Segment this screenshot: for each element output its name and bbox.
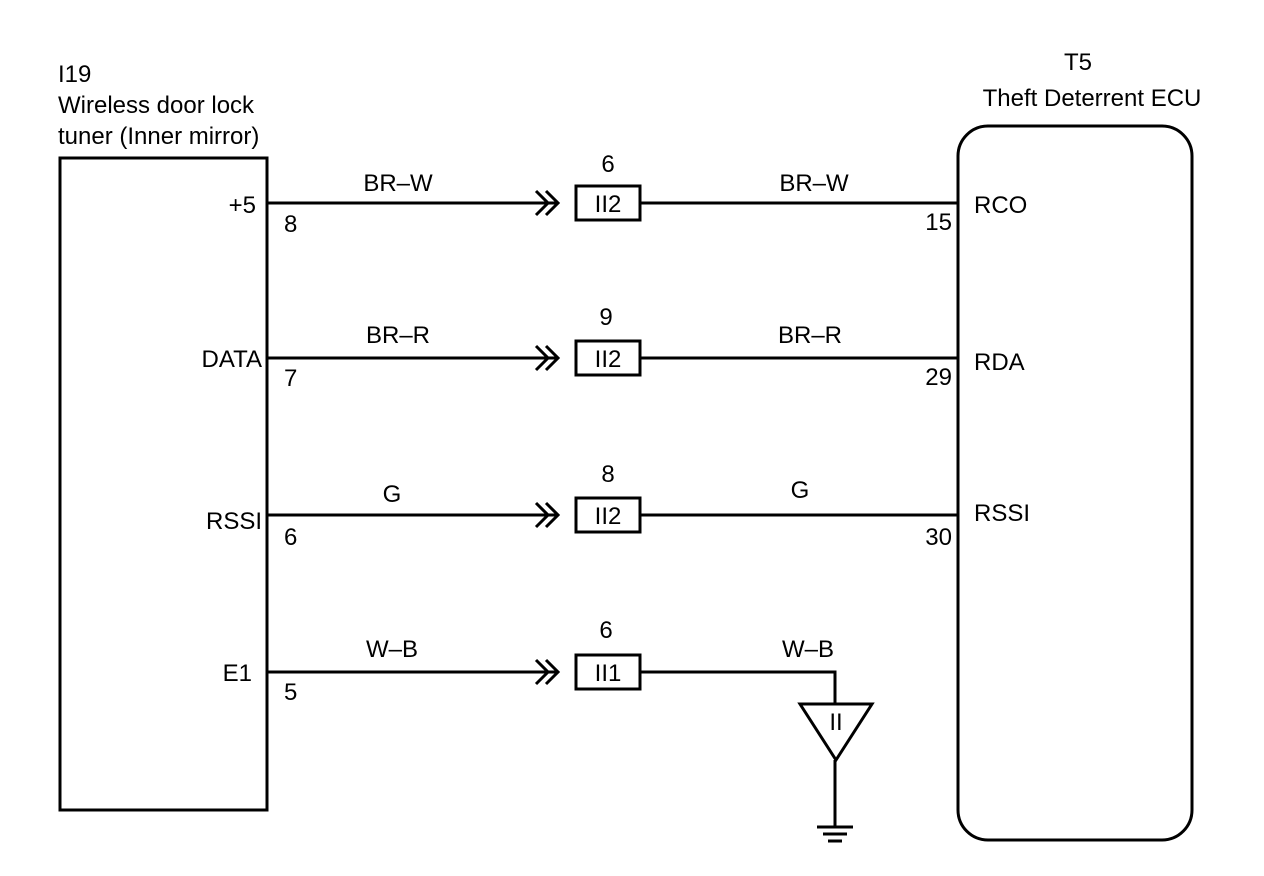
right-pin-number: 30 bbox=[925, 524, 952, 551]
circuit-row: RSSI 6 G 8 II2 G 30 RSSI bbox=[206, 461, 1030, 551]
left-pin-number: 6 bbox=[284, 524, 297, 551]
connector-code: II1 bbox=[595, 660, 622, 687]
connector-chevron bbox=[544, 658, 561, 686]
right-terminal-label: RCO bbox=[974, 192, 1027, 219]
left-terminal-label: DATA bbox=[202, 346, 262, 373]
left-component-code: I19 bbox=[58, 61, 91, 88]
wire-color-left: W–B bbox=[366, 636, 418, 663]
connector-chevron bbox=[544, 501, 561, 529]
circuit-row: +5 8 BR–W 6 II2 BR–W 15 RCO bbox=[229, 151, 1028, 238]
connector-chevron bbox=[534, 658, 551, 686]
right-terminal-label: RSSI bbox=[974, 500, 1030, 527]
connector-code: II2 bbox=[595, 346, 622, 373]
wire-segment bbox=[640, 670, 837, 704]
left-terminal-label: +5 bbox=[229, 192, 256, 219]
wire-color-right: W–B bbox=[782, 636, 834, 663]
right-pin-number: 15 bbox=[925, 209, 952, 236]
connector-chevron bbox=[534, 501, 551, 529]
left-pin-number: 8 bbox=[284, 211, 297, 238]
connector-code: II2 bbox=[595, 503, 622, 530]
left-component-box bbox=[58, 156, 269, 812]
circuit-row: DATA 7 BR–R 9 II2 BR–R 29 RDA bbox=[202, 304, 1025, 392]
wire-color-right: BR–R bbox=[778, 322, 842, 349]
right-terminal-label: RDA bbox=[974, 349, 1025, 376]
wire-color-right: BR–W bbox=[779, 170, 849, 197]
right-component-box bbox=[956, 124, 1194, 842]
right-component-name: Theft Deterrent ECU bbox=[983, 85, 1202, 112]
connector-chevron bbox=[544, 189, 561, 217]
circuit-row: E1 5 W–B 6 II1 W–B bbox=[223, 617, 837, 706]
wire-color-right: G bbox=[791, 477, 810, 504]
connector-pin-number: 9 bbox=[599, 304, 612, 331]
left-component-name-line1: Wireless door lock bbox=[58, 92, 255, 119]
right-pin-number: 29 bbox=[925, 364, 952, 391]
connector-pin-number: 6 bbox=[601, 151, 614, 178]
left-pin-number: 5 bbox=[284, 679, 297, 706]
right-component: T5 Theft Deterrent ECU bbox=[956, 49, 1202, 842]
wire-color-left: G bbox=[383, 481, 402, 508]
left-pin-number: 7 bbox=[284, 365, 297, 392]
connector-chevron bbox=[534, 344, 551, 372]
left-terminal-label: RSSI bbox=[206, 508, 262, 535]
connector-pin-number: 6 bbox=[599, 617, 612, 644]
left-terminal-label: E1 bbox=[223, 660, 252, 687]
left-component: I19 Wireless door lock tuner (Inner mirr… bbox=[58, 61, 269, 812]
connector-pin-number: 8 bbox=[601, 461, 614, 488]
left-component-name-line2: tuner (Inner mirror) bbox=[58, 123, 259, 150]
ground-point: II bbox=[797, 702, 875, 843]
connector-code: II2 bbox=[595, 191, 622, 218]
connector-chevron bbox=[534, 189, 551, 217]
wire-color-left: BR–W bbox=[363, 170, 433, 197]
connector-box bbox=[574, 653, 642, 691]
connector-chevron bbox=[544, 344, 561, 372]
connector-box bbox=[574, 184, 642, 222]
ground-triangle bbox=[797, 702, 875, 763]
right-component-code: T5 bbox=[1064, 49, 1092, 76]
wire-color-left: BR–R bbox=[366, 322, 430, 349]
ground-label: II bbox=[829, 709, 842, 736]
